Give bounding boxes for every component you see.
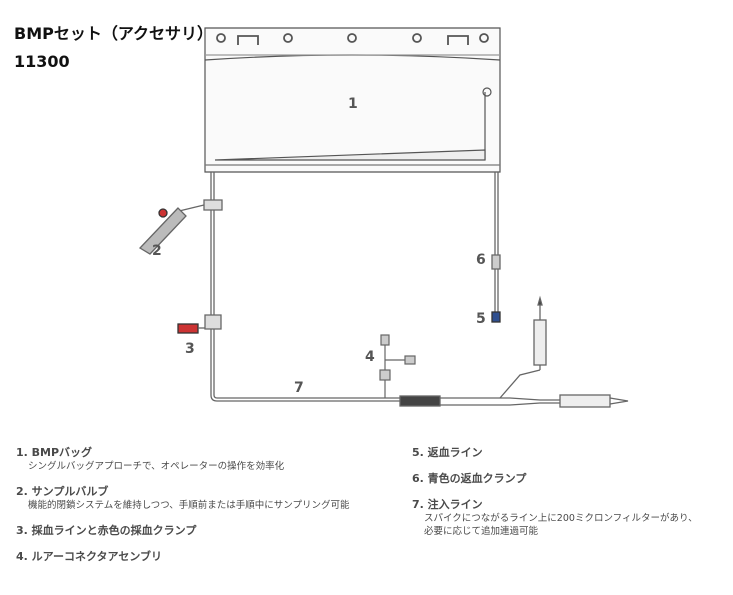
callout-5: 5 <box>476 311 486 327</box>
callout-3: 3 <box>185 341 195 357</box>
legend-heading: 7. 注入ライン <box>412 498 483 511</box>
legend-heading: 5. 返血ライン <box>412 446 483 459</box>
legend-item: 3. 採血ラインと赤色の採血クランプ <box>16 524 376 538</box>
infusion-line <box>210 295 629 408</box>
legend-item: 7. 注入ライン スパイクにつながるライン上に200ミクロンフィルターがあり、 … <box>412 498 722 538</box>
sample-valve <box>138 172 223 255</box>
legend-left: 1. BMPバッグ シングルバッグアプローチで、オペレーターの操作を効率化 2.… <box>16 446 376 576</box>
callout-1: 1 <box>348 96 358 112</box>
legend-heading: 1. BMPバッグ <box>16 446 93 459</box>
legend-heading: 2. サンプルバルブ <box>16 485 109 498</box>
legend-item: 2. サンプルバルブ 機能的閉鎖システムを維持しつつ、手順前または手順中にサンプ… <box>16 485 376 512</box>
legend-item: 4. ルアーコネクタアセンブリ <box>16 550 376 564</box>
legend-right: 5. 返血ライン 6. 青色の返血クランプ 7. 注入ライン スパイクにつながる… <box>412 446 722 550</box>
legend-heading: 3. 採血ラインと赤色の採血クランプ <box>16 524 197 537</box>
return-line <box>491 172 501 323</box>
legend-item: 6. 青色の返血クランプ <box>412 472 722 486</box>
luer-connector-assembly <box>379 334 416 398</box>
legend-item: 1. BMPバッグ シングルバッグアプローチで、オペレーターの操作を効率化 <box>16 446 376 473</box>
callout-6: 6 <box>476 252 486 268</box>
callout-7: 7 <box>294 380 304 396</box>
page-title: BMPセット（アクセサリ） <box>14 24 214 43</box>
legend-description: シングルバッグアプローチで、オペレーターの操作を効率化 <box>28 461 285 472</box>
sampling-line <box>177 210 222 395</box>
bmp-bag <box>204 27 501 173</box>
callout-4: 4 <box>365 349 375 365</box>
legend-description: スパイクにつながるライン上に200ミクロンフィルターがあり、 <box>424 513 698 524</box>
legend-description-cont: 必要に応じて追加連過可能 <box>424 526 539 537</box>
callout-2: 2 <box>152 243 162 259</box>
bmp-set-diagram: 1 2 3 4 5 6 7 <box>138 27 629 408</box>
product-code: 11300 <box>14 52 70 71</box>
legend-description: 機能的閉鎖システムを維持しつつ、手順前または手順中にサンプリング可能 <box>28 500 350 511</box>
legend-item: 5. 返血ライン <box>412 446 722 460</box>
legend-heading: 4. ルアーコネクタアセンブリ <box>16 550 163 563</box>
legend-heading: 6. 青色の返血クランプ <box>412 472 527 485</box>
